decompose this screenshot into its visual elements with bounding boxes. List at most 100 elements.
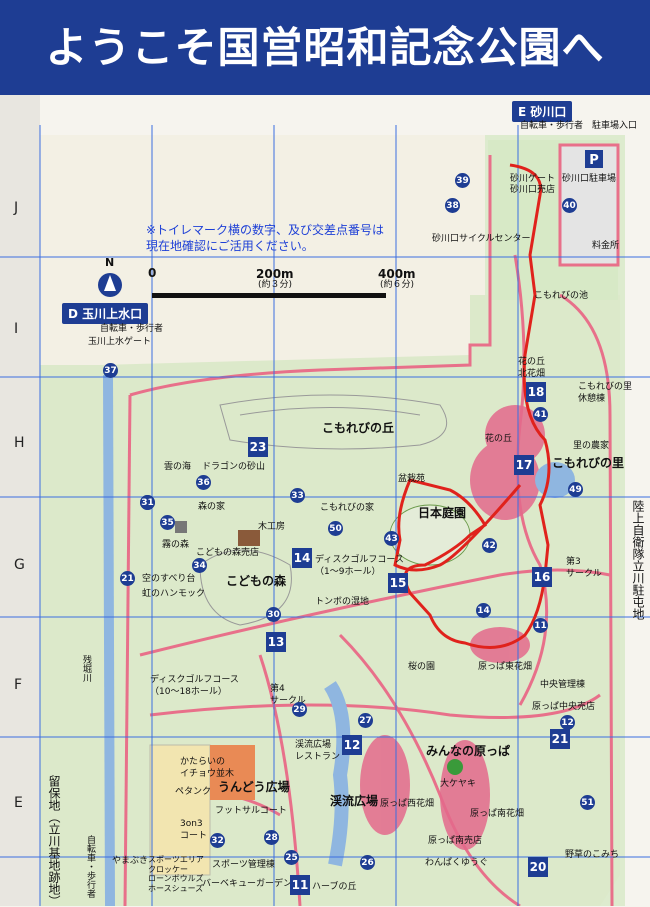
gate-tamagawa-bike: 自転車・歩行者	[100, 324, 164, 334]
place-label: 霧の森	[162, 540, 190, 550]
place-label: 原っぱ中央売店	[532, 702, 596, 712]
grid-row-g: G	[14, 557, 25, 573]
place-label: 里の農家	[573, 441, 610, 451]
toilet-number: 30	[266, 607, 281, 622]
place-label: こどもの森	[226, 574, 287, 588]
toilet-number: 11	[533, 618, 548, 633]
toilet-number: 38	[445, 198, 460, 213]
grid-row-e: E	[14, 795, 23, 811]
place-label: わんぱくゆうぐ	[425, 858, 489, 868]
place-label: 森の家	[198, 502, 226, 512]
place-label: 砂川ゲート	[510, 174, 556, 184]
intersection-marker: 23	[248, 437, 268, 457]
toilet-number: 29	[292, 702, 307, 717]
place-label: ペタンク	[175, 787, 212, 797]
toilet-number: 31	[140, 495, 155, 510]
place-label: 残堀川	[81, 655, 91, 682]
place-label: 桜の園	[408, 662, 436, 672]
scale-200: 200m	[256, 267, 294, 281]
place-label: 原っぱ南売店	[428, 836, 483, 846]
place-label: フットサルコート	[215, 806, 287, 816]
toilet-number: 41	[533, 407, 548, 422]
toilet-number: 12	[560, 715, 575, 730]
toilet-number: 32	[210, 833, 225, 848]
place-label: スポーツ管理棟	[212, 860, 275, 870]
toilet-number: 37	[103, 363, 118, 378]
scale-400: 400m	[378, 267, 416, 281]
toilet-number: 28	[264, 830, 279, 845]
place-label: 砂川口サイクルセンター	[432, 234, 531, 244]
map-graphics: P	[0, 95, 650, 906]
place-label: ディスクゴルフコース （1〜9ホール）	[315, 555, 404, 577]
place-label: 虹のハンモック	[142, 589, 206, 599]
scale-400-sub: (約６分)	[380, 280, 415, 290]
place-label: みんなの原っぱ	[426, 744, 511, 758]
place-label: こもれびの丘	[322, 421, 395, 435]
intersection-marker: 14	[292, 548, 312, 568]
intersection-marker: 21	[550, 729, 570, 749]
place-label: やまぶき	[112, 856, 149, 866]
svg-text:P: P	[589, 153, 599, 168]
park-map: P	[0, 95, 650, 907]
place-label: 陸上自衛隊立川駐屯地	[631, 500, 645, 620]
place-label: 料金所	[592, 241, 620, 251]
scale-0: 0	[148, 266, 157, 280]
gate-sunagawa-tag: E 砂川口	[512, 101, 573, 122]
place-label: 原っぱ南花畑	[470, 809, 525, 819]
gate-sunagawa-parking: 駐車場入口	[592, 121, 638, 131]
place-label: こもれびの里	[552, 456, 625, 470]
toilet-number: 33	[290, 488, 305, 503]
place-label: ドラゴンの砂山	[202, 462, 266, 472]
toilet-number: 35	[160, 515, 175, 530]
intersection-marker: 16	[532, 567, 552, 587]
place-label: こもれびの里 休憩棟	[578, 382, 633, 404]
toilet-number: 40	[562, 198, 577, 213]
place-label: 留保地（立川基地跡地）	[47, 775, 61, 907]
place-label: 原っぱ西花畑	[380, 799, 435, 809]
place-label: 大ケヤキ	[440, 779, 477, 789]
toilet-number: 49	[568, 482, 583, 497]
toilet-number: 34	[192, 558, 207, 573]
scale-200-sub: (約３分)	[258, 280, 293, 290]
toilet-number: 26	[360, 855, 375, 870]
place-label: 3on3 コート	[180, 819, 208, 841]
toilet-number: 51	[580, 795, 595, 810]
place-label: 野草のこみち	[565, 850, 620, 860]
toilet-number: 25	[284, 850, 299, 865]
place-label: 中央管理棟	[540, 680, 586, 690]
place-label: 渓流広場	[330, 794, 379, 808]
intersection-marker: 18	[526, 382, 546, 402]
grid-row-i: I	[14, 321, 19, 337]
place-label: こどもの森売店	[196, 548, 260, 558]
place-label: 盆栽苑	[398, 474, 426, 484]
page-title: ようこそ国営昭和記念公園へ	[45, 23, 605, 72]
notice-text: ※トイレマーク横の数字、及び交差点番号は 現在地確認にご活用ください。	[146, 223, 385, 254]
place-label: 花の丘	[485, 434, 513, 444]
intersection-marker: 13	[266, 632, 286, 652]
toilet-number: 43	[384, 531, 399, 546]
place-label: 日本庭園	[418, 506, 467, 520]
grid-row-h: H	[14, 435, 25, 451]
place-label: スポーツエリア クロッケー ローンボウルズ ホースシューズ	[148, 855, 204, 893]
intersection-marker: 17	[514, 455, 534, 475]
intersection-marker: 20	[528, 857, 548, 877]
intersection-marker: 12	[342, 735, 362, 755]
place-label: 木工房	[258, 522, 286, 532]
place-label: 自転車・歩行者	[85, 835, 95, 898]
place-label: こもれびの家	[320, 503, 375, 513]
place-label: 第3 サークル	[566, 557, 602, 579]
north-label: N	[105, 256, 115, 269]
place-label: バーベキューガーデン	[202, 879, 293, 889]
place-label: 雲の海	[164, 462, 192, 472]
intersection-marker: 15	[388, 573, 408, 593]
place-label: 砂川口売店	[510, 185, 556, 195]
place-label: 第4 サークル	[270, 684, 306, 706]
place-label: かたらいの イチョウ並木	[180, 757, 235, 779]
header-banner: ようこそ国営昭和記念公園へ	[0, 0, 650, 95]
toilet-number: 36	[196, 475, 211, 490]
grid-row-f: F	[14, 677, 23, 693]
place-label: 花の丘 北花畑	[518, 357, 546, 379]
place-label: ハーブの丘	[312, 882, 357, 892]
place-label: 空のすべり台	[142, 574, 196, 584]
gate-tamagawa-tag: D 玉川上水口	[62, 303, 149, 324]
